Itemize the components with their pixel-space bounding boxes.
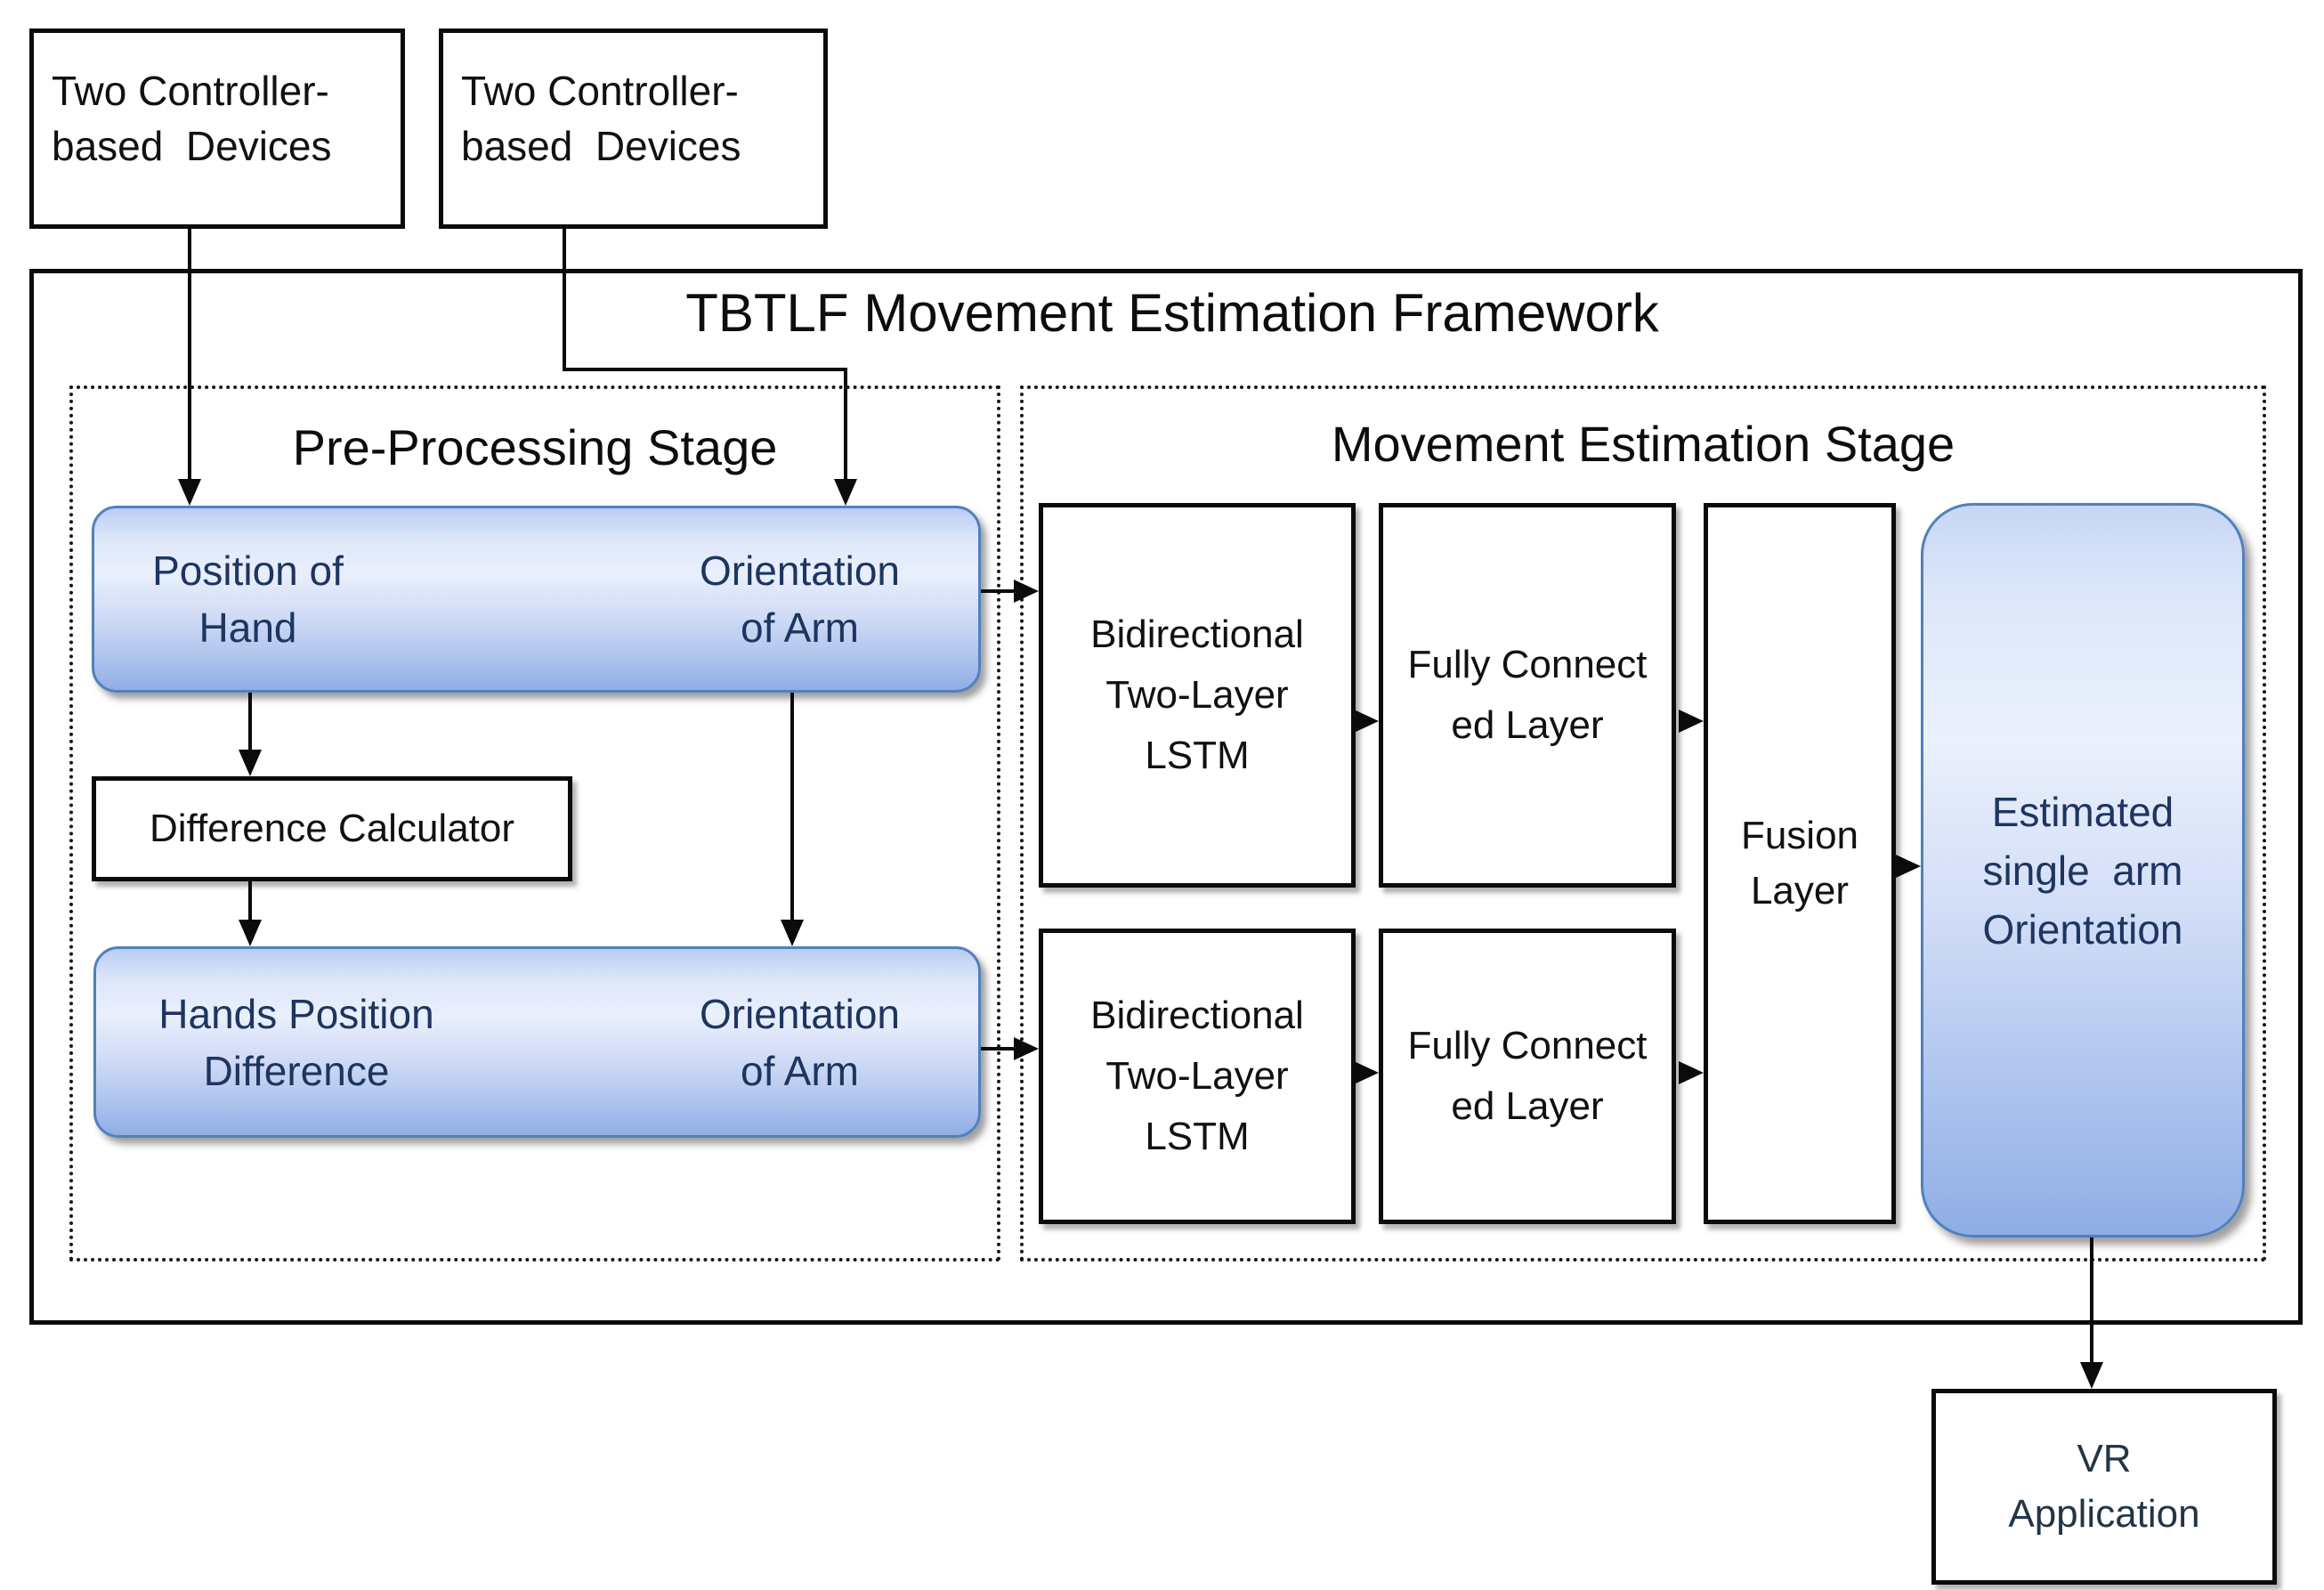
fully-connected-box-2: Fully Connect ed Layer — [1379, 929, 1676, 1224]
device-box-1-line2: based Devices — [52, 123, 332, 169]
arrow-device1-to-io1-line — [188, 229, 191, 481]
orientation-of-arm-2-line2: of Arm — [741, 1047, 859, 1094]
hands-position-difference-line1: Hands Position — [158, 990, 434, 1037]
arrow-io2-to-lstm2-head — [1014, 1037, 1039, 1060]
fc-2-line2: ed Layer — [1451, 1084, 1604, 1128]
arrow-io1-to-io2-head — [781, 920, 804, 946]
vr-application-line1: VR — [2077, 1437, 2132, 1480]
arrow-fusion-to-output-head — [1896, 855, 1921, 878]
fc-1-line2: ed Layer — [1451, 703, 1604, 747]
bilstm-2-line2: Two-Layer — [1105, 1054, 1289, 1098]
device-box-2: Two Controller- based Devices — [439, 28, 828, 229]
position-of-hand-line1: Position of — [152, 548, 344, 594]
bilstm-1-line2: Two-Layer — [1105, 673, 1289, 717]
orientation-of-arm-1-line1: Orientation — [699, 548, 900, 594]
device-box-2-line2: based Devices — [461, 123, 741, 169]
fully-connected-box-1: Fully Connect ed Layer — [1379, 503, 1676, 888]
fc-2-line1: Fully Connect — [1407, 1024, 1648, 1067]
bilstm-box-2: Bidirectional Two-Layer LSTM — [1039, 929, 1356, 1224]
bilstm-box-1: Bidirectional Two-Layer LSTM — [1039, 503, 1356, 888]
fc-1-line1: Fully Connect — [1407, 643, 1648, 686]
device-box-1-line1: Two Controller- — [52, 68, 329, 114]
bilstm-1-line1: Bidirectional — [1090, 612, 1304, 656]
arrow-fc1-to-fusion-head — [1679, 710, 1704, 733]
bilstm-2-line1: Bidirectional — [1090, 994, 1304, 1037]
arrow-lstm1-to-fc1-head — [1354, 710, 1379, 733]
orientation-of-arm-2-line1: Orientation — [699, 990, 900, 1037]
io-box-2-left-text: Hands Position Difference — [145, 986, 448, 1099]
vr-application-line2: Application — [2008, 1492, 2200, 1536]
io-box-1: Position of Hand Orientation of Arm — [92, 506, 981, 693]
movement-estimation-stage-label: Movement Estimation Stage — [1331, 416, 1956, 472]
pre-processing-stage-label: Pre-Processing Stage — [292, 419, 778, 475]
arrow-io1-to-io2-line — [790, 693, 794, 921]
io-box-2-right-text: Orientation of Arm — [646, 986, 953, 1099]
vr-application-box: VR Application — [1931, 1389, 2277, 1585]
arrow-device2-to-io1-head — [834, 479, 857, 506]
io-box-1-right-text: Orientation of Arm — [646, 542, 953, 656]
arrow-diff-to-io2-line — [248, 881, 252, 921]
arrow-diff-to-io2-head — [239, 920, 262, 946]
fusion-layer-line1: Fusion — [1740, 814, 1859, 857]
arrow-device1-to-io1-head — [178, 479, 201, 506]
device-box-2-line1: Two Controller- — [461, 68, 739, 114]
arrow-device2-seg2 — [563, 368, 847, 371]
arrow-device2-seg3 — [844, 368, 847, 481]
difference-calculator-label: Difference Calculator — [149, 807, 515, 850]
estimated-orientation-line3: Orientation — [1982, 905, 2183, 953]
estimated-orientation-box: Estimated single arm Orientation — [1921, 503, 2245, 1237]
hands-position-difference-line2: Difference — [203, 1047, 390, 1094]
orientation-of-arm-1-line2: of Arm — [741, 604, 859, 651]
fusion-layer-box: Fusion Layer — [1704, 503, 1896, 1224]
io-box-1-left-text: Position of Hand — [94, 542, 401, 656]
framework-frame — [29, 269, 2303, 1325]
arrow-io1-to-lstm1-head — [1014, 580, 1039, 603]
bilstm-1-line3: LSTM — [1145, 734, 1250, 777]
io-box-2: Hands Position Difference Orientation of… — [93, 946, 981, 1138]
arrow-io1-to-diff-line — [248, 693, 252, 751]
estimated-orientation-line2: single arm — [1982, 847, 2183, 894]
arrow-lstm2-to-fc2-head — [1354, 1061, 1379, 1084]
bilstm-2-line3: LSTM — [1145, 1115, 1250, 1158]
arrow-io1-to-lstm1-line — [981, 589, 1016, 593]
arrow-fc2-to-fusion-head — [1679, 1061, 1704, 1084]
estimated-orientation-line1: Estimated — [1991, 788, 2174, 835]
arrow-device2-seg1 — [563, 229, 566, 371]
arrow-output-to-vr-head — [2080, 1362, 2103, 1389]
arrow-output-to-vr-line — [2090, 1237, 2093, 1362]
arrow-io1-to-diff-head — [239, 750, 262, 776]
fusion-layer-line2: Layer — [1750, 869, 1850, 913]
position-of-hand-line2: Hand — [198, 604, 297, 651]
pre-processing-stage-container — [69, 385, 1000, 1261]
arrow-io2-to-lstm2-line — [981, 1047, 1016, 1051]
difference-calculator-box: Difference Calculator — [92, 776, 572, 881]
framework-title: TBTLF Movement Estimation Framework — [685, 283, 1659, 343]
movement-estimation-stage-container — [1020, 385, 2266, 1261]
device-box-1: Two Controller- based Devices — [29, 28, 405, 229]
